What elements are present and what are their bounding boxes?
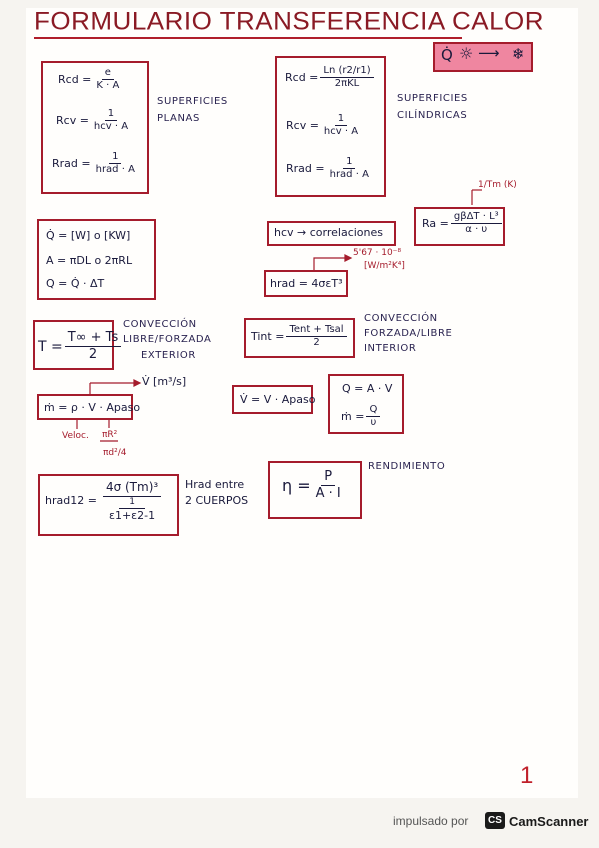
- hrad12-label-2: 2 CUERPOS: [185, 494, 249, 507]
- t-int-num: Tent + Tsal: [286, 324, 347, 337]
- hrad12-label-1: Hrad entre: [185, 478, 245, 491]
- hrad12-inner-num: 1: [119, 497, 145, 509]
- sigma-units: [W/m²K⁴]: [364, 261, 405, 271]
- mdot-formula: ṁ = ρ · V · Apaso: [44, 401, 141, 414]
- area-diameter: πd²/4: [103, 448, 127, 458]
- rayleigh-box: [414, 207, 505, 246]
- velocity-label: Veloc.: [62, 431, 89, 441]
- q-av-formula: Q = A · V: [342, 382, 393, 395]
- camscanner-brand: CamScanner: [509, 814, 589, 829]
- sun-icon: ☼: [459, 44, 474, 63]
- cyl-rrad-num: 1: [343, 156, 356, 169]
- sigma-arrowhead: [344, 254, 353, 262]
- t-ext-label-2: LIBRE/FORZADA: [123, 334, 212, 345]
- hrad12-inner-den: ε1+ε2-1: [109, 509, 156, 522]
- t-int-label-3: INTERIOR: [364, 343, 417, 354]
- planar-rcd-den: K · A: [96, 80, 120, 91]
- page-title: FORMULARIO TRANSFERENCIA CALOR: [34, 6, 545, 36]
- t-int-box: [244, 318, 355, 358]
- cyl-label-1: SUPERFICIES: [397, 93, 468, 104]
- t-ext-box: [33, 320, 114, 370]
- camscanner-logo-icon: CS: [485, 812, 505, 829]
- cyl-rcv-num: 1: [334, 113, 348, 126]
- planar-rrad-num: 1: [109, 151, 122, 164]
- planar-rcv-num: 1: [104, 108, 118, 121]
- hrad12-box: [38, 474, 179, 536]
- heat-flow-icon-box: [433, 42, 533, 72]
- footer-text: impulsado por: [393, 814, 469, 828]
- q-delta-t: Q = Q̇ · ΔT: [46, 277, 105, 290]
- beta-note: 1/Tm (K): [478, 180, 517, 190]
- planar-label-2: PLANAS: [157, 113, 200, 124]
- hrad12-formula: hrad12 = 4σ (Tm)³ 1 ε1+ε2-1: [45, 479, 162, 522]
- vdot-formula: V̇ = V · Apaso: [240, 393, 316, 406]
- vdot-arrowhead: [133, 379, 142, 387]
- eta-den: A · I: [315, 486, 341, 501]
- eta-box: [268, 461, 362, 519]
- sigma-value: 5'67 · 10⁻⁸: [353, 248, 402, 258]
- cyl-rrad-den: hrad · A: [329, 169, 369, 180]
- q-symbol: Q̇: [441, 46, 453, 64]
- page-number: 1: [520, 762, 534, 789]
- hcv-correlations: hcv → correlaciones: [274, 226, 383, 239]
- t-ext-label-3: EXTERIOR: [141, 350, 196, 361]
- hrad12-num: 4σ (Tm)³: [102, 479, 162, 497]
- planar-label-1: SUPERFICIES: [157, 96, 228, 107]
- hrad-formula: hrad = 4σεT³: [270, 277, 343, 290]
- mdot-box: [37, 394, 133, 420]
- m-q-num: Q: [366, 404, 381, 417]
- t-ext-num: T∞ + Ts: [64, 330, 122, 347]
- planar-rrad-den: hrad · A: [95, 164, 135, 175]
- snowflake-icon: ❄: [512, 45, 525, 63]
- m-q-den: υ: [370, 417, 377, 428]
- qav-box: [328, 374, 404, 434]
- t-int-label-2: FORZADA/LIBRE: [364, 328, 453, 339]
- t-ext-label-1: CONVECCIÓN: [123, 319, 197, 330]
- units-box: [37, 219, 156, 300]
- arrow-icon: ⟶: [478, 44, 500, 62]
- cyl-rcd-formula: Rcd = Ln (r2/r1)2πKL: [285, 65, 374, 90]
- eta-num: P: [321, 469, 336, 486]
- t-int-den: 2: [313, 337, 320, 348]
- area-circle: πR²: [102, 430, 118, 440]
- planar-rcd-num: e: [101, 67, 114, 80]
- hcv-box: [267, 221, 396, 246]
- notebook-page: [26, 8, 578, 798]
- q-units: Q̇ = [W] o [KW]: [46, 229, 131, 242]
- cylindrical-resistances-box: [275, 56, 386, 197]
- ra-num: gβΔT · L³: [450, 211, 502, 224]
- cyl-label-2: CILÍNDRICAS: [397, 110, 468, 121]
- vdot-box: [232, 385, 313, 414]
- planar-rcv-den: hcv · A: [93, 121, 129, 132]
- ra-den: α · υ: [465, 224, 488, 235]
- t-ext-den: 2: [88, 347, 98, 362]
- title-underline: [34, 37, 462, 39]
- eta-label: RENDIMIENTO: [368, 461, 446, 472]
- hrad-box: [264, 270, 348, 297]
- cyl-rcv-den: hcv · A: [323, 126, 359, 137]
- sigma-connector-line: [313, 257, 348, 270]
- cyl-rcd-den: 2πKL: [334, 78, 360, 89]
- area-formula: A = πDL o 2πRL: [46, 254, 133, 267]
- t-int-label-1: CONVECCIÓN: [364, 313, 438, 324]
- cyl-rcd-num: Ln (r2/r1): [320, 65, 374, 78]
- planar-resistances-box: [41, 61, 149, 194]
- vdot-units: V̇ [m³/s]: [142, 375, 187, 388]
